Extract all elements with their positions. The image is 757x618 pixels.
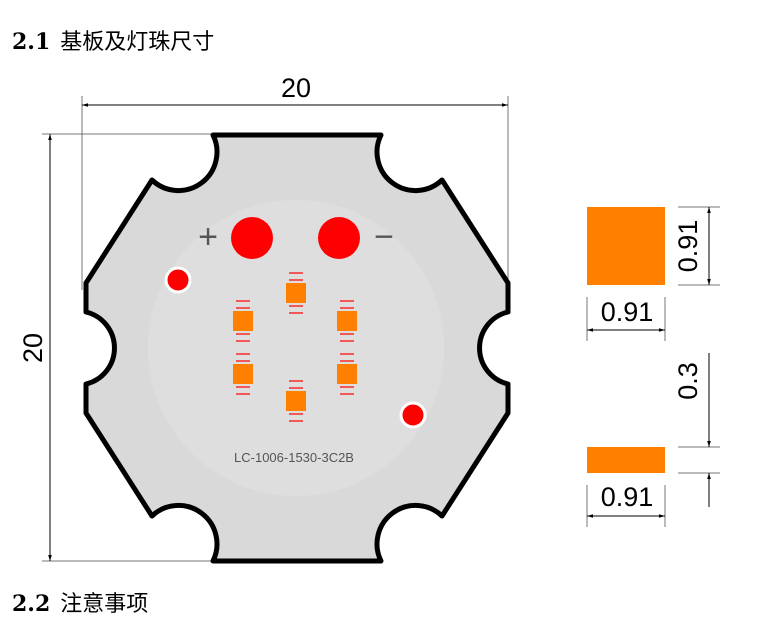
led-square [587,207,665,285]
positive-pad [231,217,273,259]
led-chip [337,364,357,384]
led-chip [286,283,306,303]
pad-width-label: 0.91 [601,482,654,512]
model-label: LC-1006-1530-3C2B [234,450,354,465]
led-chip [286,391,306,411]
led-chip [233,364,253,384]
pad-dimensions [586,353,720,527]
board-dimensions [42,96,509,562]
led-chip [233,311,253,331]
drawing: 20 20 + − LC-1006-1530-3C2B 0.91 0.91 0.… [18,73,720,564]
led-square-dimensions [586,206,720,341]
led-pad [587,447,665,473]
pad-gap-label: 0.3 [673,362,703,400]
board-width-label: 20 [281,73,311,103]
square-height-label: 0.91 [673,220,703,273]
negative-pad [318,217,360,259]
mounting-dot [164,266,192,294]
mounting-dot [399,401,427,429]
led-array [233,272,357,422]
led-chip [337,311,357,331]
board-height-label: 20 [18,333,48,363]
minus-sign: − [374,218,394,256]
plus-sign: + [198,218,218,256]
board-center-area [148,200,444,496]
square-width-label: 0.91 [601,297,654,327]
